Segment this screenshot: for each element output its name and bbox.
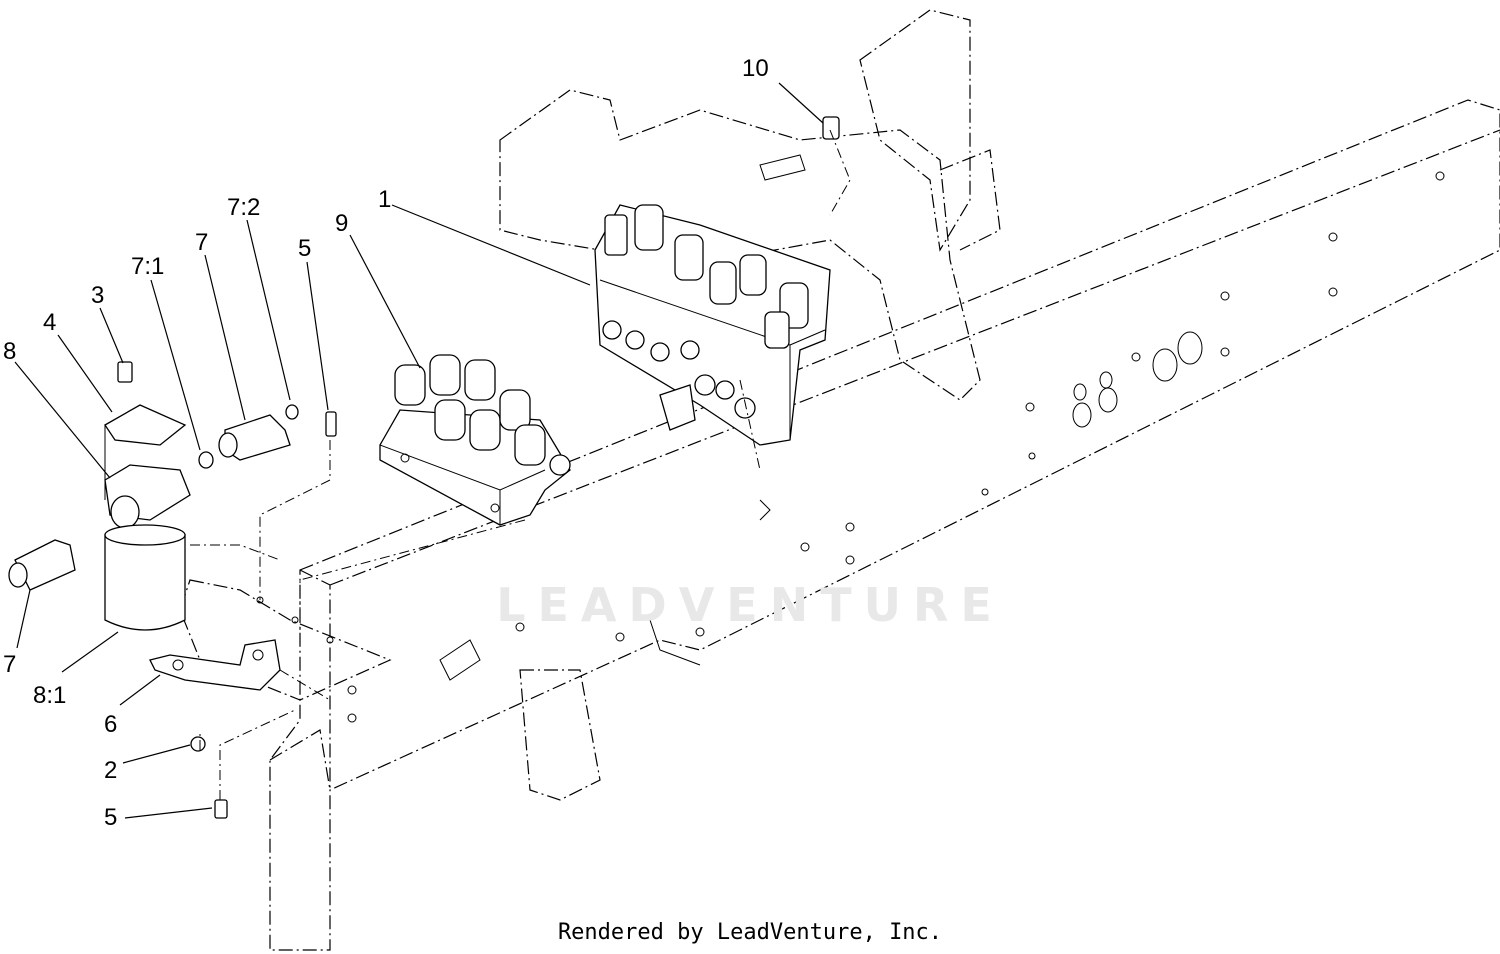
valve-block-9 bbox=[379, 354, 571, 526]
valve-block-1 bbox=[594, 204, 831, 446]
callout-7-lower: 7 bbox=[3, 651, 17, 678]
bracket-6 bbox=[149, 639, 281, 691]
frame-holes bbox=[347, 171, 1445, 723]
frame-rail bbox=[269, 99, 1500, 951]
callout-5-upper: 5 bbox=[298, 235, 312, 262]
filter-assembly bbox=[104, 404, 191, 631]
assembly-lines bbox=[190, 129, 851, 800]
callout-2: 2 bbox=[104, 757, 118, 784]
rear-bracket bbox=[269, 669, 601, 801]
callout-7-2: 7:2 bbox=[227, 194, 261, 221]
callout-1: 1 bbox=[378, 186, 392, 213]
callout-7-upper: 7 bbox=[195, 229, 209, 256]
callout-8: 8 bbox=[3, 338, 17, 365]
callout-4: 4 bbox=[43, 309, 57, 336]
callout-3: 3 bbox=[91, 282, 105, 309]
leader-lines bbox=[14, 82, 824, 819]
callout-6: 6 bbox=[104, 711, 118, 738]
watermark: LEADVENTURE bbox=[496, 578, 1004, 632]
footer-credit: Rendered by LeadVenture, Inc. bbox=[557, 920, 943, 945]
callout-7-1: 7:1 bbox=[131, 253, 165, 280]
fittings bbox=[8, 116, 840, 819]
callout-10: 10 bbox=[742, 55, 769, 82]
callout-5-lower: 5 bbox=[104, 804, 118, 831]
callout-9: 9 bbox=[335, 210, 349, 237]
callout-8-1: 8:1 bbox=[33, 682, 67, 709]
